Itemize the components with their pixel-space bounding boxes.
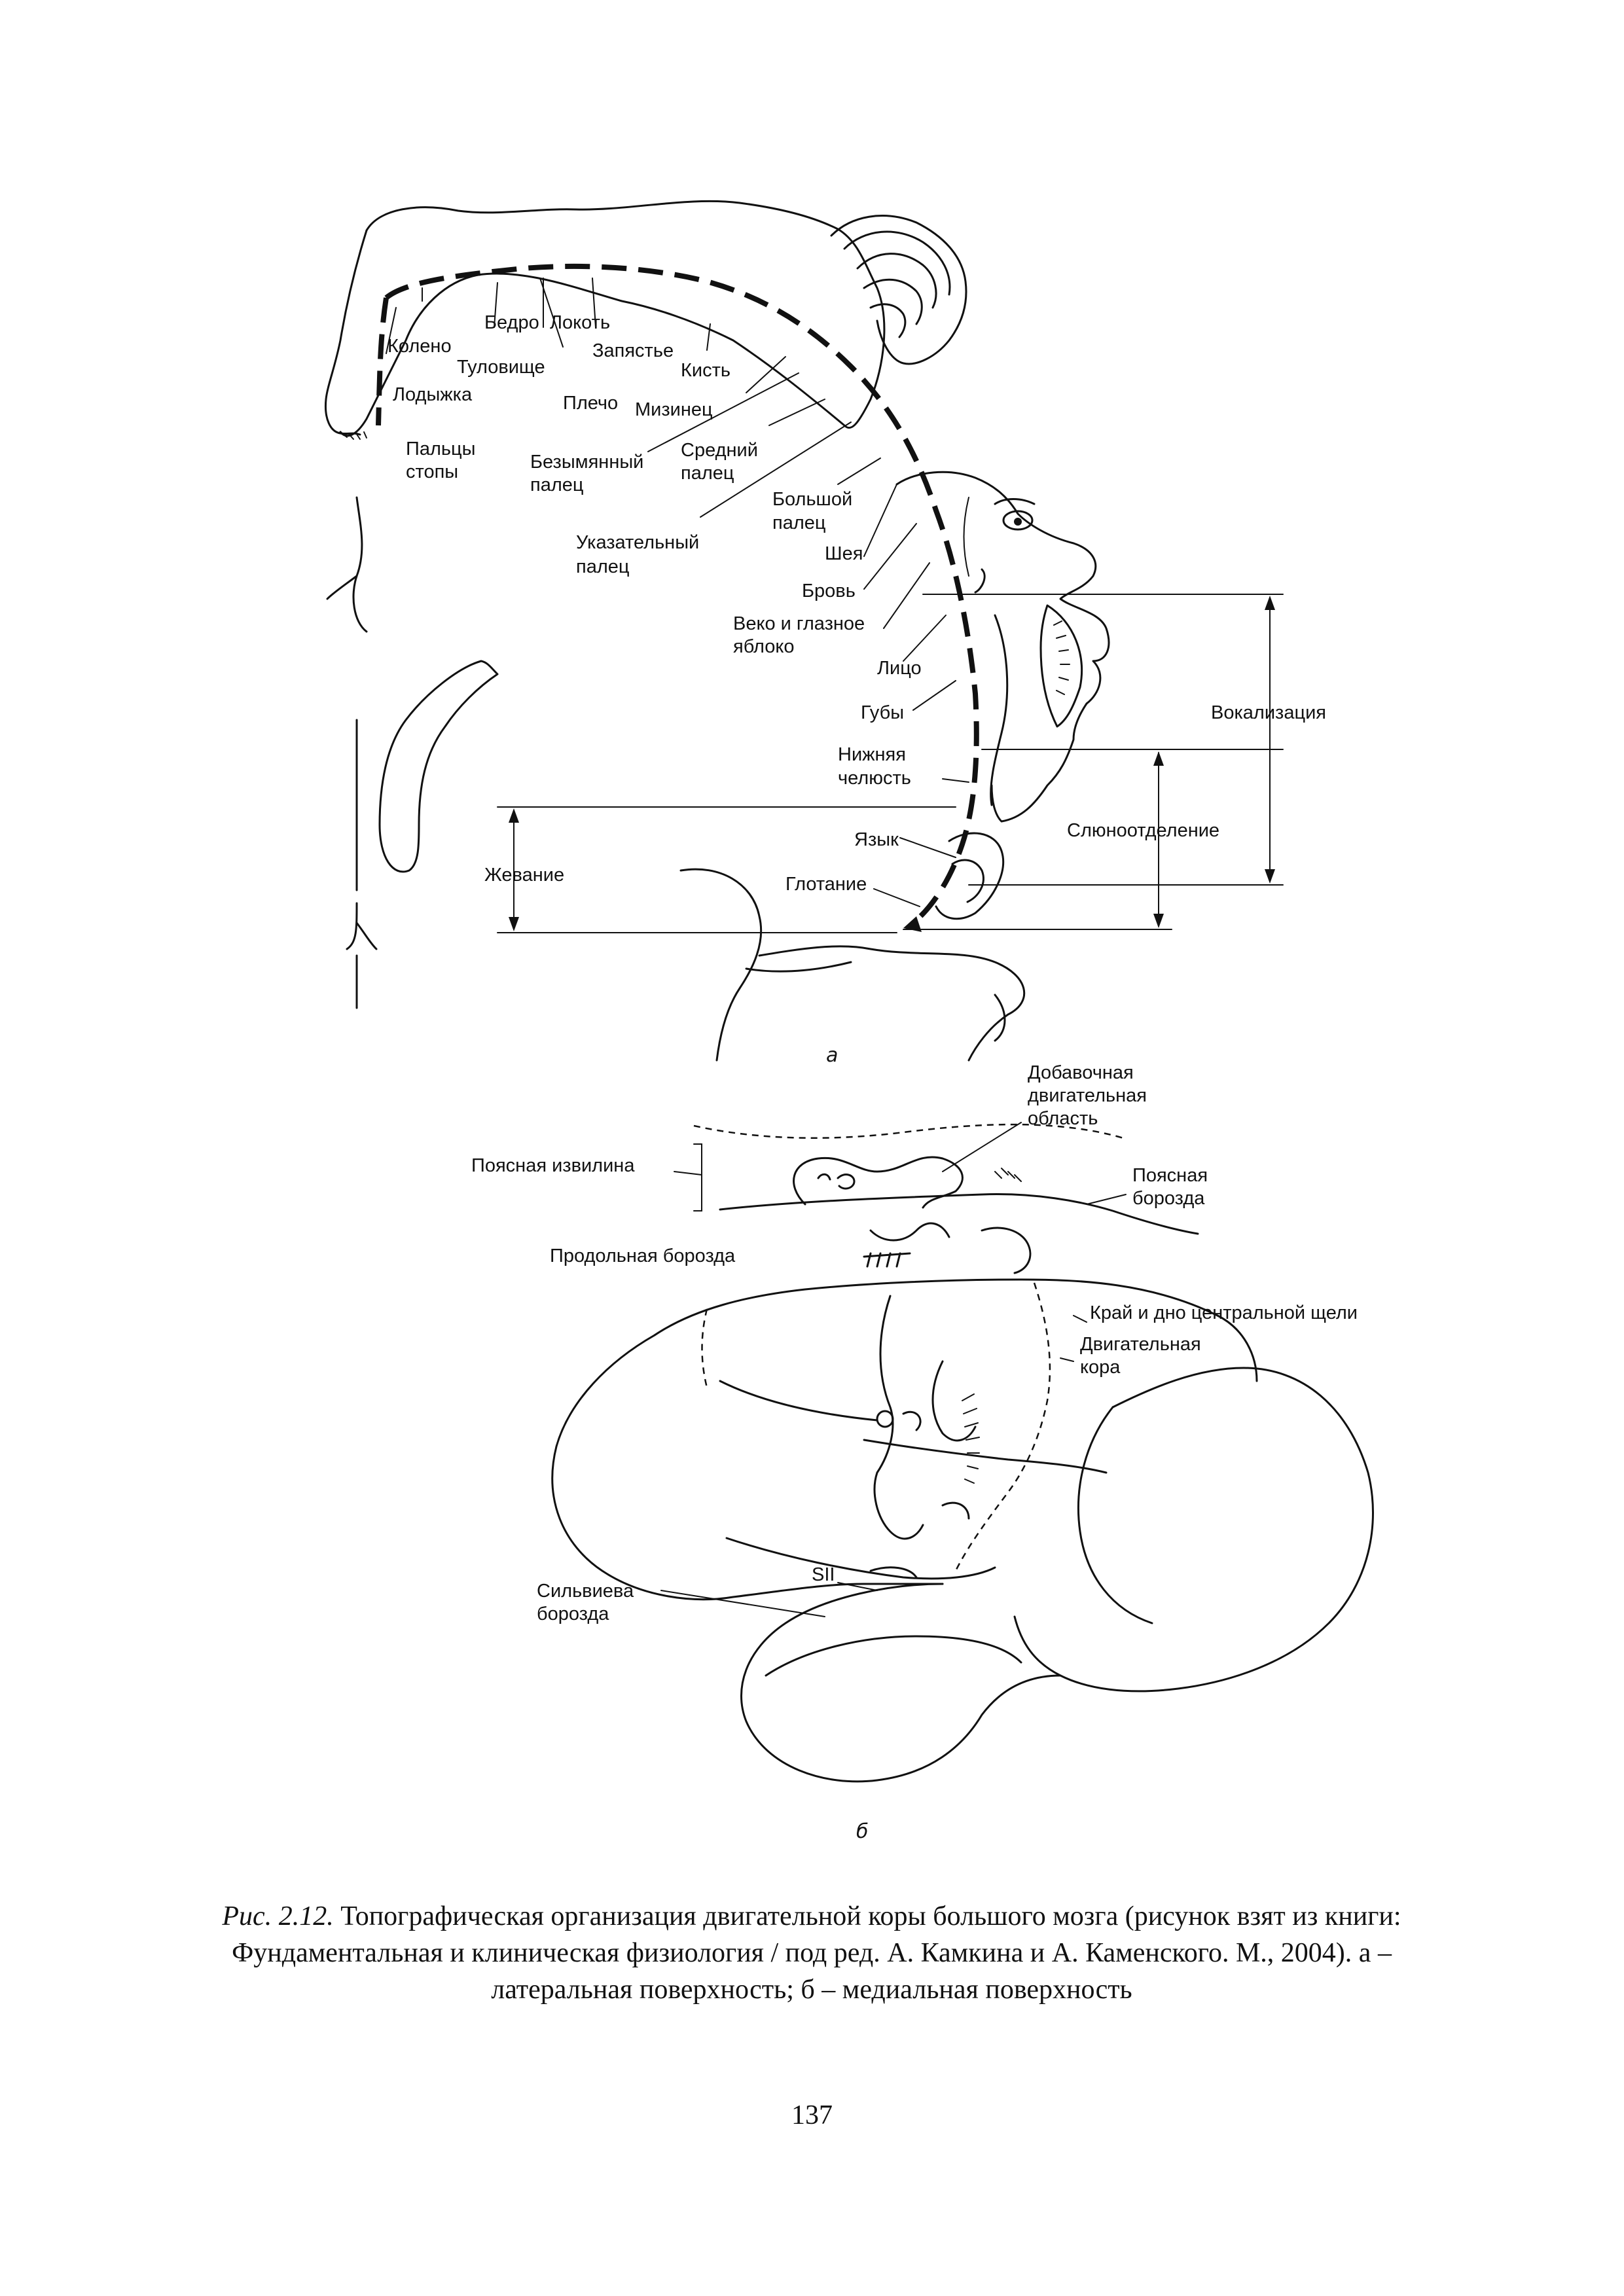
cingulate-sulcus bbox=[719, 1193, 1199, 1235]
cortex-fragment-1 bbox=[326, 496, 368, 633]
tongue-shape bbox=[935, 832, 1005, 920]
longitudinal-fissure bbox=[653, 1278, 1219, 1336]
figure-caption: Рис. 2.12. Топографическая организация д… bbox=[209, 1898, 1414, 2008]
label-litso: Лицо bbox=[877, 658, 922, 679]
label-yazyk: Язык bbox=[854, 829, 899, 850]
cingulate-gyrus-outline bbox=[693, 1123, 1127, 1140]
label-bezymyanny-2: палец bbox=[530, 475, 584, 495]
page-number: 137 bbox=[791, 2100, 833, 2130]
label-dvigatelnaya-2: кора bbox=[1080, 1357, 1121, 1378]
label-chelyust-2: челюсть bbox=[838, 768, 911, 789]
homunculus-body-outline bbox=[339, 200, 886, 437]
label-poyasnaya-borozda-1: Поясная bbox=[1132, 1165, 1208, 1186]
figure-number: Рис. 2.12. bbox=[222, 1901, 334, 1931]
lower-lobe-outline bbox=[740, 1583, 1062, 1783]
central-sulcus-dashed-line bbox=[384, 263, 979, 925]
label-mizinets: Мизинец bbox=[635, 399, 713, 420]
figure-b-medial-surface: Добавочная двигательная область Поясная … bbox=[471, 1062, 1374, 1843]
label-brov: Бровь bbox=[802, 581, 856, 601]
label-bedro: Бедро bbox=[484, 312, 539, 333]
panel-label-b: б bbox=[856, 1820, 869, 1843]
pharynx-shape bbox=[951, 859, 984, 903]
label-bolshoy-2: палец bbox=[772, 512, 826, 533]
mouth-open bbox=[1039, 604, 1083, 728]
label-plecho: Плечо bbox=[563, 393, 618, 414]
central-sulcus-b bbox=[954, 1282, 1051, 1571]
homunculus-toes bbox=[340, 431, 367, 440]
vocalization-scale bbox=[903, 594, 1284, 930]
homunculus-hand bbox=[830, 215, 967, 365]
figure-a-lateral-surface: Бедро Локоть Колено Запястье Туловище Ки… bbox=[324, 200, 1326, 1067]
label-dvigatelnaya-1: Двигательная bbox=[1080, 1334, 1201, 1355]
label-sheya: Шея bbox=[825, 543, 863, 564]
label-slyunootdelenie: Слюноотделение bbox=[1067, 820, 1219, 841]
label-dobavochnaya-1: Добавочная bbox=[1028, 1062, 1134, 1083]
temporal-lobe-outline bbox=[1013, 1367, 1374, 1693]
label-chelyust-1: Нижняя bbox=[838, 744, 906, 765]
label-bezymyanny-1: Безымянный bbox=[530, 452, 643, 473]
label-ukazatelny-1: Указательный bbox=[576, 532, 699, 553]
chewing-scale bbox=[497, 806, 956, 933]
label-silvieva-1: Сильвиева bbox=[537, 1581, 634, 1602]
label-zhevanie: Жевание bbox=[484, 865, 564, 886]
label-vokalizatsiya: Вокализация bbox=[1211, 702, 1326, 723]
label-sredny-2: палец bbox=[681, 463, 734, 484]
label-veko-1: Веко и глазное bbox=[733, 613, 865, 634]
label-krai: Край и дно центральной щели bbox=[1090, 1302, 1358, 1323]
lateral-line bbox=[719, 1380, 878, 1422]
brain-lower-outline bbox=[679, 868, 763, 1062]
cortex-fragment-2 bbox=[378, 660, 499, 873]
motor-cortex-homunculus-b bbox=[869, 1295, 980, 1579]
label-dobavochnaya-3: область bbox=[1028, 1108, 1098, 1129]
label-poyasnaya-izvilina: Поясная извилина bbox=[471, 1155, 635, 1176]
label-veko-2: яблоко bbox=[733, 636, 795, 657]
label-koleno: Колено bbox=[388, 336, 452, 357]
label-silvieva-2: борозда bbox=[537, 1604, 609, 1624]
label-bolshoy-1: Большой bbox=[772, 489, 852, 510]
panel-label-a: а bbox=[826, 1044, 838, 1067]
hemisphere-outline bbox=[551, 1334, 944, 1601]
label-paltsy-2: стопы bbox=[406, 461, 458, 482]
label-prodolnaya: Продольная борозда bbox=[550, 1246, 736, 1266]
sylvian-fissure bbox=[725, 1537, 996, 1580]
supplementary-motor-homunculus bbox=[793, 1156, 1032, 1274]
label-sii: SII bbox=[812, 1564, 835, 1585]
label-kist: Кисть bbox=[681, 360, 731, 381]
label-dobavochnaya-2: двигательная bbox=[1028, 1085, 1147, 1106]
leader-lines-b bbox=[660, 1122, 1127, 1617]
label-poyasnaya-borozda-2: борозда bbox=[1132, 1188, 1205, 1209]
label-paltsy-1: Пальцы bbox=[406, 439, 475, 459]
sulcus-arrow-head bbox=[903, 916, 922, 932]
leader-lines-a bbox=[386, 278, 969, 907]
label-glotanie: Глотание bbox=[785, 874, 867, 895]
label-guby: Губы bbox=[861, 702, 904, 723]
label-lodyzhka: Лодыжка bbox=[393, 384, 473, 405]
label-zapyastye: Запястье bbox=[592, 340, 674, 361]
label-ukazatelny-2: палец bbox=[576, 556, 630, 577]
label-lokot: Локоть bbox=[550, 312, 610, 333]
eye bbox=[1002, 510, 1034, 531]
caption-text: Топографическая организация двигательной… bbox=[232, 1901, 1401, 2005]
label-sredny-1: Средний bbox=[681, 440, 758, 461]
label-tulovishche: Туловище bbox=[457, 357, 545, 378]
homunculus-head bbox=[895, 471, 1110, 823]
homunculus-foot bbox=[324, 229, 368, 436]
